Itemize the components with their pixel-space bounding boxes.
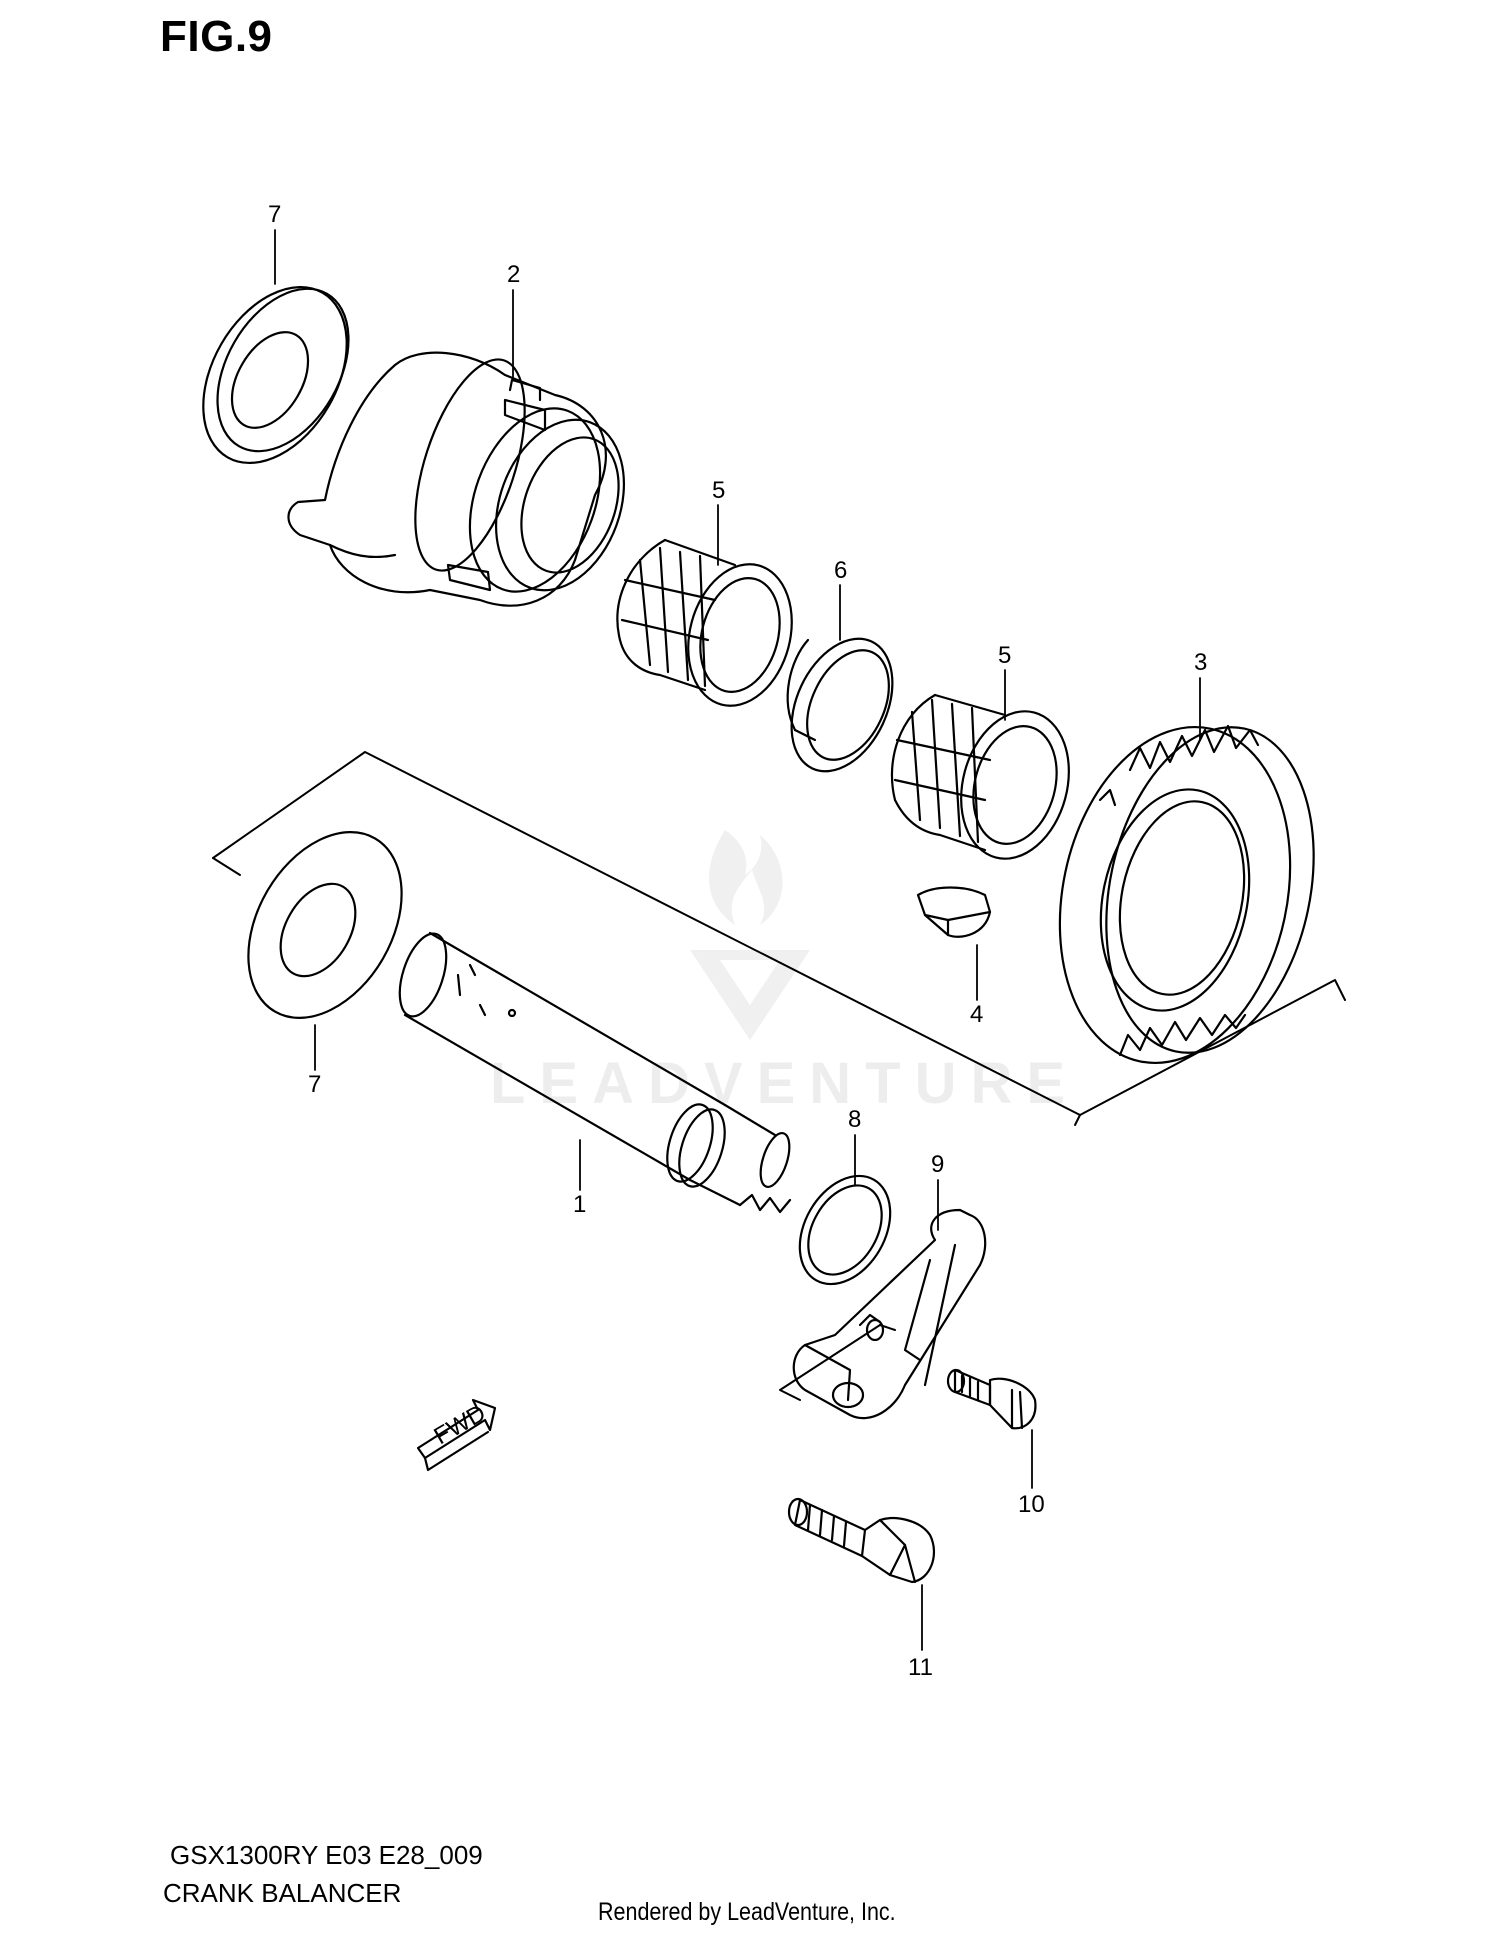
- callout-2: 2: [507, 261, 520, 288]
- callout-9: 9: [931, 1151, 944, 1178]
- callout-6: 6: [834, 557, 847, 584]
- assembly-name: CRANK BALANCER: [163, 1878, 402, 1908]
- assembly-outline: [212, 751, 1346, 1401]
- balancer-driven-gear: [1058, 724, 1315, 1065]
- leader-lines: [274, 229, 1201, 1651]
- needle-bearing-lower: [890, 693, 1070, 860]
- callout-5-upper: 5: [712, 477, 725, 504]
- model-code: GSX1300RY E03 E28_009: [170, 1840, 483, 1870]
- needle-bearing-upper: [616, 538, 793, 707]
- fwd-label: FWD: [430, 1399, 491, 1450]
- callout-1: 1: [573, 1191, 586, 1218]
- oil-seal-lower: [247, 831, 403, 1019]
- watermark: LEADVENTURE: [490, 1051, 1080, 1116]
- balancer-shaft: [398, 931, 792, 1214]
- callout-7-lower: 7: [308, 1071, 321, 1098]
- bolt-long: [787, 1497, 935, 1584]
- callout-4: 4: [970, 1001, 983, 1028]
- balancer-weight: [287, 351, 626, 607]
- bolt-short: [946, 1368, 1037, 1430]
- fwd-arrow-icon: FWD: [416, 1398, 497, 1472]
- figure-title: FIG.9: [160, 12, 273, 61]
- callout-8: 8: [848, 1106, 861, 1133]
- callout-3: 3: [1194, 649, 1207, 676]
- callout-11: 11: [908, 1654, 933, 1681]
- callout-10: 10: [1018, 1491, 1045, 1518]
- oil-seal-upper: [202, 285, 350, 465]
- balancer-lever: [792, 1208, 987, 1420]
- rendered-by-credit: Rendered by LeadVenture, Inc.: [598, 1898, 896, 1926]
- callout-5-lower: 5: [998, 642, 1011, 669]
- washer: [798, 1174, 892, 1286]
- woodruff-key: [916, 886, 992, 938]
- spacer: [786, 637, 894, 773]
- watermark-logo: [690, 830, 810, 1040]
- callout-numbers: 7 2 5 6 5 3 4 7 1 8 9 10 11: [268, 201, 1207, 1681]
- callout-7-upper: 7: [268, 201, 281, 228]
